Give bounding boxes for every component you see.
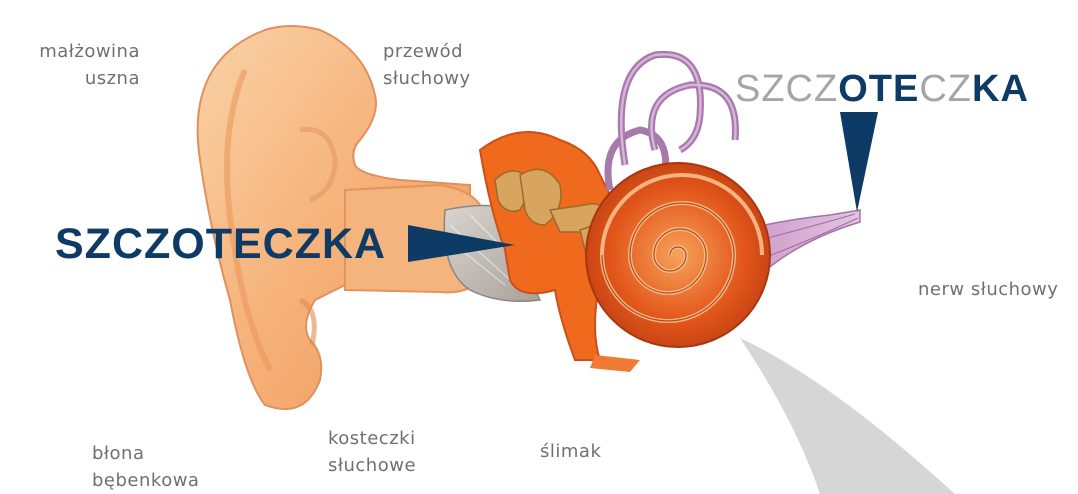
label-ear-canal: przewód słuchowy bbox=[383, 38, 471, 92]
word-part: SZCZ bbox=[735, 68, 838, 110]
cochlea-shape bbox=[586, 163, 770, 347]
label-auricle: małżowina uszna bbox=[30, 38, 140, 92]
label-eardrum: błona bębenkowa bbox=[92, 440, 199, 494]
word-part: CZ bbox=[919, 68, 972, 110]
magnification-beam bbox=[740, 338, 955, 494]
label-auditory-nerve: nerw słuchowy bbox=[918, 276, 1058, 303]
word-part: OTE bbox=[838, 68, 919, 110]
word-szczoteczka: SZCZOTECZKA bbox=[55, 220, 386, 269]
pointer-top bbox=[840, 112, 878, 212]
word-szczoteczka-highlighted: SZCZOTECZKA bbox=[735, 68, 1029, 111]
word-part: KA bbox=[972, 68, 1029, 110]
label-cochlea: ślimak bbox=[540, 438, 601, 465]
label-ossicles: kosteczki słuchowe bbox=[328, 425, 416, 479]
